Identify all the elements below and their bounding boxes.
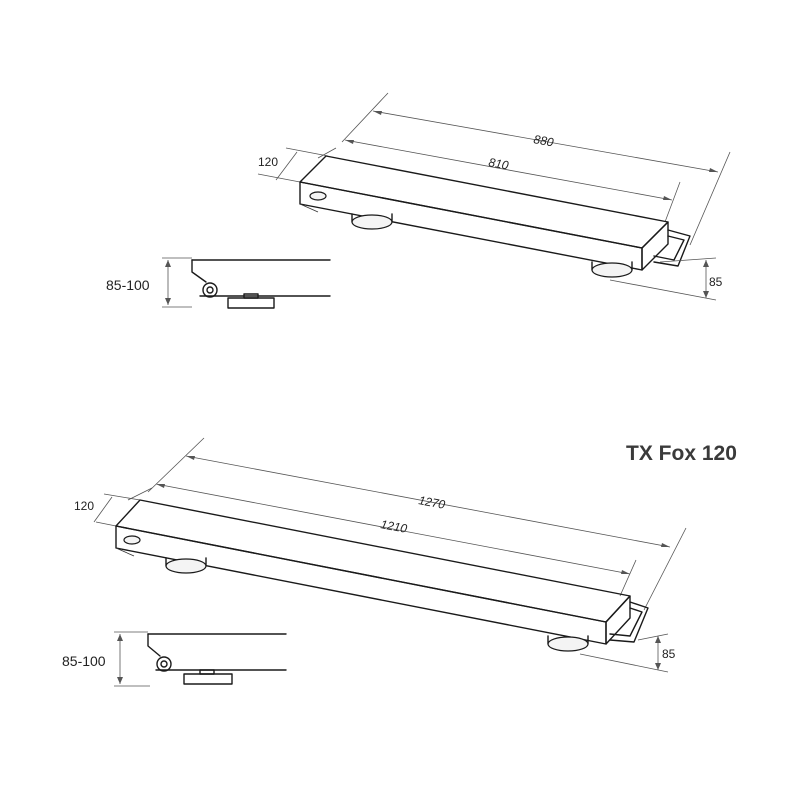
lower-inner-length: 1210: [379, 517, 408, 536]
lower-side-height: 85-100: [62, 653, 106, 669]
upper-height: 85: [709, 275, 723, 289]
upper-inner-length: 810: [487, 155, 509, 172]
lower-width: 120: [74, 499, 94, 513]
lower-side-view: 85-100: [62, 631, 287, 687]
lower-overall-length: 1270: [417, 493, 446, 512]
lower-height: 85: [662, 647, 676, 661]
product-title: TX Fox 120: [626, 442, 737, 465]
upper-overall-length: 880: [532, 132, 554, 149]
upper-side-height: 85-100: [106, 277, 150, 293]
upper-width: 120: [258, 155, 278, 169]
lower-beam-drawing: 1270 1210 120 85: [74, 437, 687, 673]
upper-side-view: 85-100: [106, 257, 331, 309]
upper-beam-drawing: 880 810 120 85: [257, 92, 731, 301]
